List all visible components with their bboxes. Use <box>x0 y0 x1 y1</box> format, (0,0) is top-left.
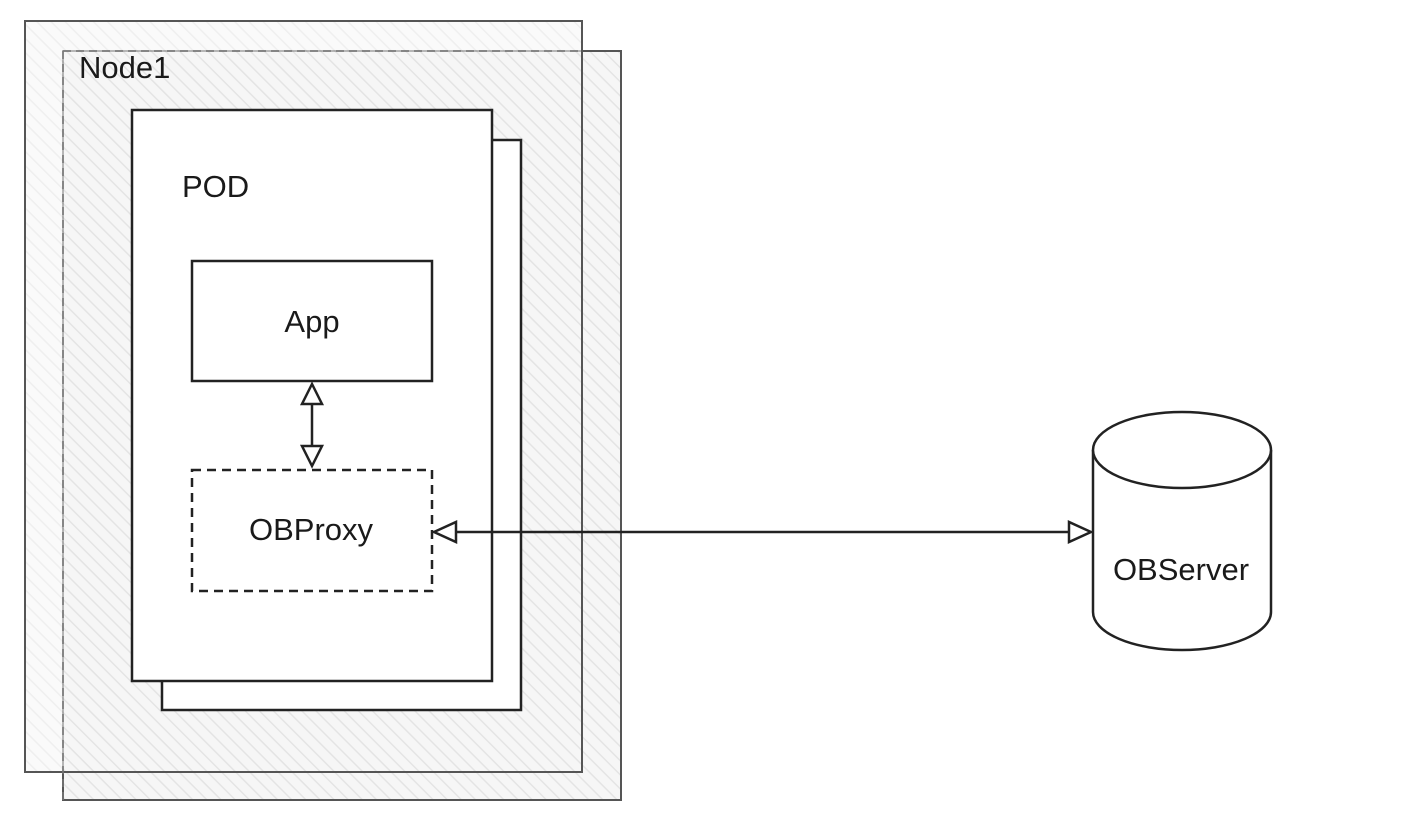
proxy-server-arrow <box>430 520 1095 544</box>
app-proxy-arrow <box>299 381 325 469</box>
app-box <box>190 259 434 383</box>
obproxy-label: OBProxy <box>249 512 374 547</box>
app-label: App <box>284 304 339 339</box>
obproxy-box <box>190 468 434 593</box>
observer-database-icon <box>1091 410 1273 652</box>
observer-label: OBServer <box>1113 552 1249 587</box>
node-label: Node1 <box>79 50 170 85</box>
pod-label: POD <box>182 169 249 204</box>
